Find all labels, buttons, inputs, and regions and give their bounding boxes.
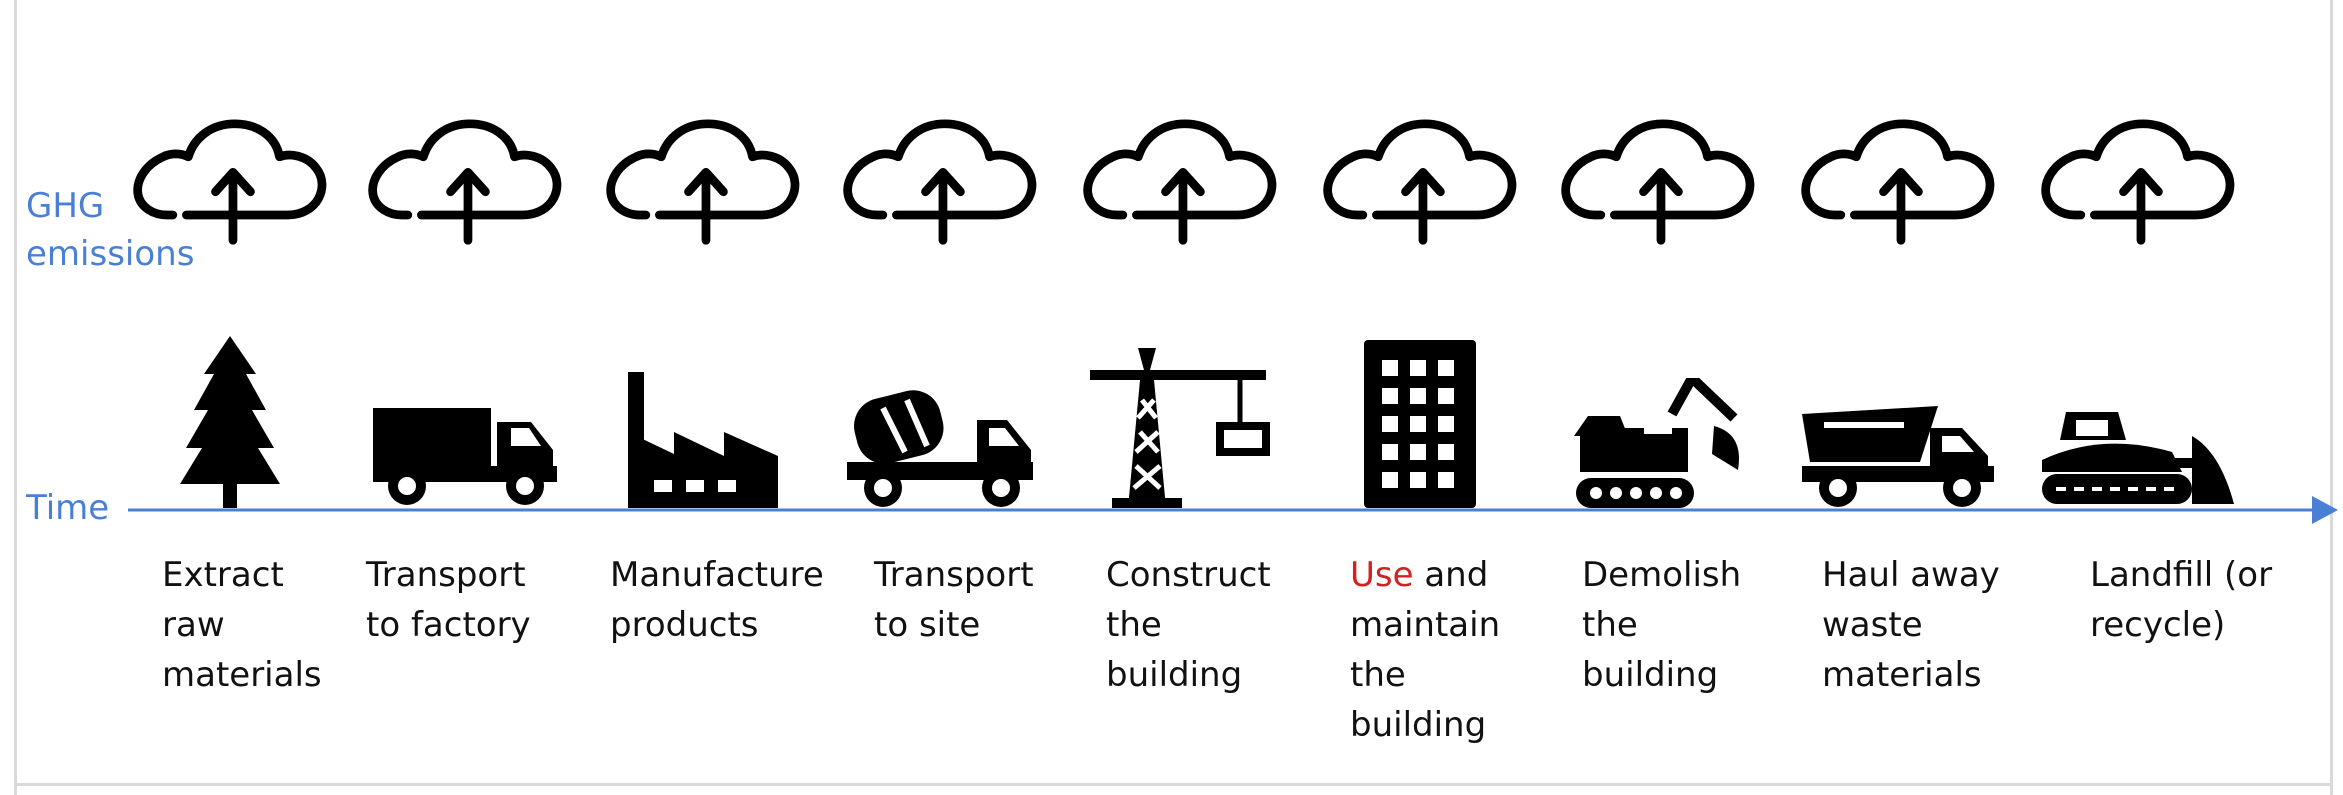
stage-label-line: recycle): [2090, 605, 2226, 645]
frame-right-border: [2330, 0, 2333, 795]
stage-label-line: Construct: [1106, 555, 1271, 595]
stage-label: Landfill (or recycle): [2090, 550, 2272, 650]
stage-label-line: Use and: [1350, 550, 1500, 600]
cloud-upload-icon: [1801, 119, 1995, 245]
ghg-emissions-label: GHG emissions: [26, 182, 194, 278]
stage-label-line: the: [1350, 655, 1406, 695]
excavator-icon: [1574, 378, 1739, 508]
stage-label-line: waste: [1822, 605, 1923, 645]
stage-label-line: building: [1350, 705, 1487, 745]
stage-label-line: the: [1582, 605, 1638, 645]
stage-label-line: Transport: [874, 555, 1034, 595]
cloud-upload-icon: [606, 119, 800, 245]
cloud-upload-icon: [2041, 119, 2235, 245]
stage-label-line: Landfill (or: [2090, 555, 2273, 595]
stage-label-line: building: [1106, 655, 1243, 695]
stage-label: Transport to factory: [366, 550, 531, 650]
stage-label-line: maintain: [1350, 605, 1501, 645]
stage-label: Haul away waste materials: [1822, 550, 2000, 700]
stage-label-line: the: [1106, 605, 1162, 645]
stage-label-line: to factory: [366, 605, 531, 645]
ghg-label-line-1: GHG: [26, 186, 105, 226]
frame-bottom-border: [14, 783, 2333, 786]
stage-label-line: Transport: [366, 555, 526, 595]
bulldozer-icon: [2042, 412, 2234, 504]
stage-label-line: materials: [1822, 655, 1982, 695]
cement-mixer-icon: [847, 390, 1033, 507]
stage-label-line: Haul away: [1822, 555, 2000, 595]
stage-label-highlight: Use: [1350, 555, 1414, 595]
office-building-icon: [1364, 340, 1476, 508]
cloud-upload-icon: [1083, 119, 1277, 245]
cloud-upload-icon: [368, 119, 562, 245]
stage-label-line: Demolish: [1582, 555, 1742, 595]
frame-left-border: [14, 0, 17, 795]
stage-label-line: Extract: [162, 555, 284, 595]
cloud-upload-icon: [843, 119, 1037, 245]
ghg-label-line-2: emissions: [26, 234, 195, 274]
stage-label-rest: and: [1413, 555, 1489, 595]
time-axis-label: Time: [26, 488, 110, 528]
truck-icon: [373, 408, 557, 505]
factory-icon: [628, 372, 778, 508]
stage-label-line: raw: [162, 605, 225, 645]
stage-label: Demolish the building: [1582, 550, 1741, 700]
stage-label-line: products: [610, 605, 759, 645]
cloud-upload-icon: [1561, 119, 1755, 245]
stage-label: Extract raw materials: [162, 550, 322, 700]
tree-icon: [180, 336, 280, 508]
cloud-upload-icon: [1323, 119, 1517, 245]
stage-label: Construct the building: [1106, 550, 1271, 700]
stage-label-line: building: [1582, 655, 1719, 695]
stage-label-line: to site: [874, 605, 981, 645]
stage-label-line: materials: [162, 655, 322, 695]
stage-label-line: Manufacture: [610, 555, 824, 595]
stage-label: Manufacture products: [610, 550, 824, 650]
stage-label: Transport to site: [874, 550, 1034, 650]
time-axis-arrowhead: [2312, 496, 2338, 524]
dump-truck-icon: [1802, 406, 1994, 507]
stage-label: Use and maintain the building: [1350, 550, 1500, 750]
cloud-upload-icon: [133, 119, 327, 245]
crane-icon: [1090, 348, 1270, 508]
